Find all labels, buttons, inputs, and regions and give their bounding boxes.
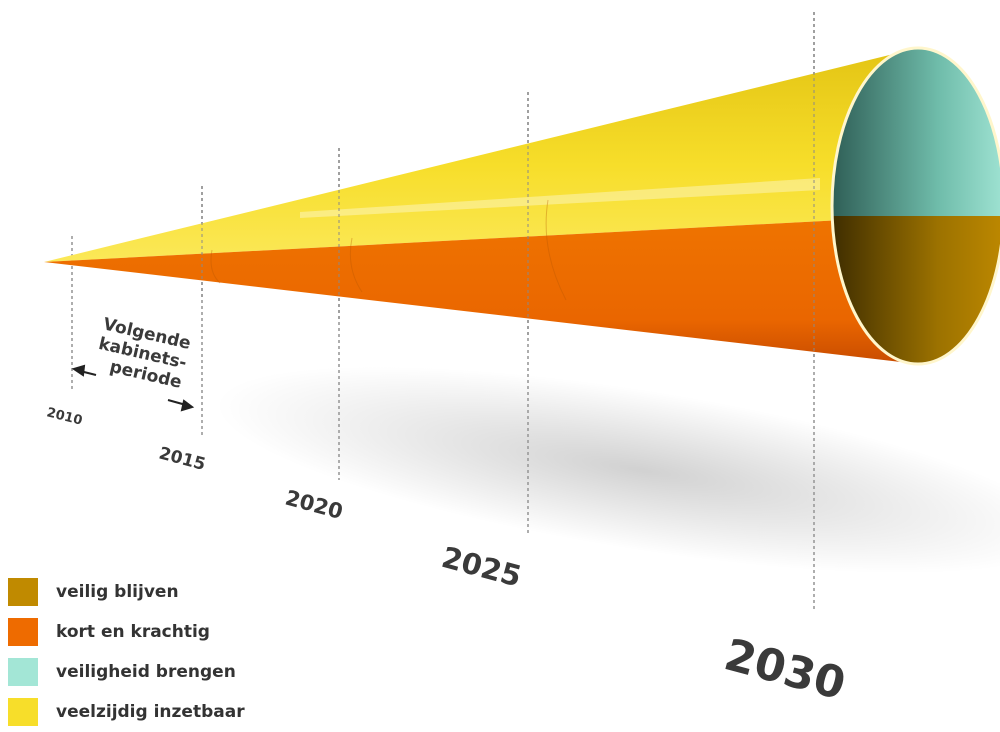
legend-item-veelzijdig-inzetbaar: veelzijdig inzetbaar: [8, 692, 245, 732]
year-label-2010: 2010: [45, 405, 84, 428]
legend-label: veelzijdig inzetbaar: [56, 702, 245, 722]
cone-upper-veelzijdig-inzetbaar: [44, 48, 918, 262]
year-label-2015: 2015: [157, 444, 208, 476]
legend-swatch-kort-en-krachtig: [8, 618, 38, 646]
legend-swatch-veiligheid-brengen: [8, 658, 38, 686]
year-label-2025: 2025: [438, 540, 525, 594]
legend-label: veilig blijven: [56, 582, 179, 602]
legend-swatch-veilig-blijven: [8, 578, 38, 606]
period-note: Volgende kabinets- periode: [97, 314, 193, 393]
cone-lower-kort-en-krachtig: [44, 216, 918, 364]
legend: veilig blijven kort en krachtig veilighe…: [8, 572, 245, 732]
year-label-2020: 2020: [283, 486, 346, 524]
legend-item-veiligheid-brengen: veiligheid brengen: [8, 652, 245, 692]
legend-label: kort en krachtig: [56, 622, 210, 642]
legend-label: veiligheid brengen: [56, 662, 236, 682]
legend-item-veilig-blijven: veilig blijven: [8, 572, 245, 612]
legend-swatch-veelzijdig-inzetbaar: [8, 698, 38, 726]
year-label-2030: 2030: [719, 629, 850, 710]
period-arrows: [71, 364, 195, 412]
cone-shadow: [215, 366, 1000, 574]
legend-item-kort-en-krachtig: kort en krachtig: [8, 612, 245, 652]
cone-highlight: [300, 178, 820, 218]
